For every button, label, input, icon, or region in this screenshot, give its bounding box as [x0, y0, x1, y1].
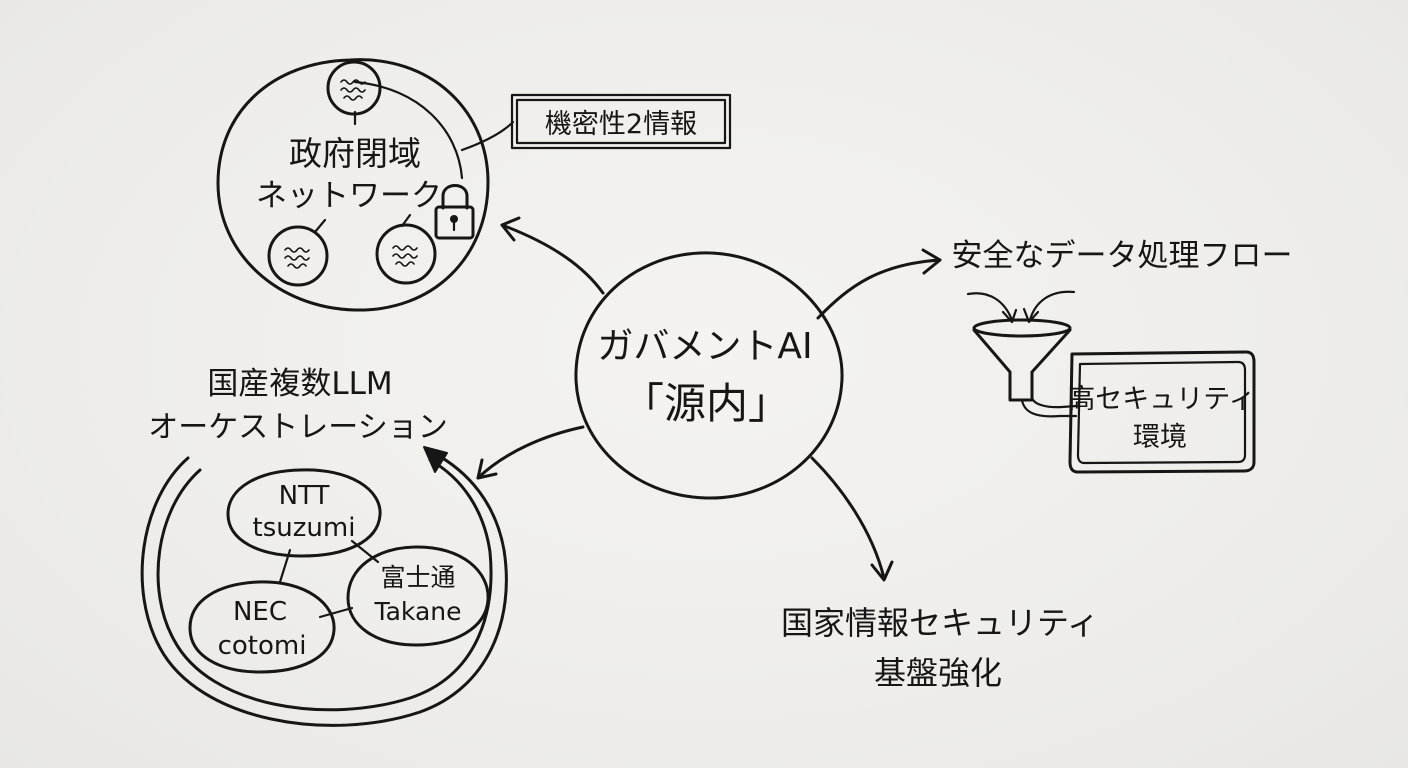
document-node-icon: [375, 223, 437, 285]
llm-orchestration-group: 国産複数LLM オーケストレーション NTT tsuzumi 富士通 Takan…: [140, 366, 508, 727]
arrow-to-network: [500, 223, 605, 295]
center-subtitle: 「源内」: [622, 379, 790, 428]
connector-arrows: [476, 216, 942, 582]
document-node-icon: [326, 60, 382, 116]
funnel-icon: [972, 318, 1072, 402]
model-vendor: NEC: [233, 597, 287, 627]
security-foundation-group: 国家情報セキュリティ 基盤強化: [781, 604, 1099, 692]
llm-subtitle: オーケストレーション: [148, 410, 447, 445]
arrow-to-flow: [816, 258, 942, 320]
model-name: cotomi: [218, 631, 307, 661]
high-security-box: 高セキュリティ 環境: [1068, 350, 1256, 474]
model-vendor: NTT: [279, 481, 330, 511]
government-network-group: 政府閉域 ネットワーク 機密性2情報: [216, 58, 732, 312]
secure-box-subtitle: 環境: [1133, 422, 1187, 453]
security-subtitle: 基盤強化: [874, 654, 1002, 692]
model-node-ntt: NTT tsuzumi: [226, 468, 382, 558]
arrow-to-security: [810, 456, 886, 580]
lock-icon: [434, 184, 475, 240]
arrow-to-llm: [476, 425, 585, 480]
arrow-to-security-head: [870, 560, 894, 582]
arrow-to-flow-head: [921, 248, 942, 275]
model-vendor: 富士通: [380, 563, 455, 592]
classification-tag: 機密性2情報: [510, 93, 732, 150]
secure-flow-group: 安全なデータ処理フロー 高セキュリティ 環境: [952, 238, 1293, 474]
center-title: ガバメントAI: [597, 326, 812, 367]
arrow-to-network-head: [500, 216, 521, 242]
arrow-to-llm-head: [476, 458, 498, 480]
model-node-nec: NEC cotomi: [188, 580, 336, 674]
secure-box-title: 高セキュリティ: [1068, 384, 1255, 415]
network-subtitle: ネットワーク: [256, 178, 442, 214]
network-title: 政府閉域: [289, 134, 421, 173]
classification-label: 機密性2情報: [545, 109, 697, 140]
cycle-arrow-head: [423, 446, 448, 473]
center-node: ガバメントAI 「源内」: [574, 251, 844, 500]
document-node-icon: [267, 225, 329, 287]
security-title: 国家情報セキュリティ: [781, 604, 1099, 642]
llm-title: 国産複数LLM: [207, 366, 392, 402]
model-name: tsuzumi: [253, 513, 356, 543]
model-node-fujitsu: 富士通 Takane: [346, 545, 490, 647]
model-name: Takane: [373, 597, 461, 626]
flow-title: 安全なデータ処理フロー: [952, 238, 1293, 274]
